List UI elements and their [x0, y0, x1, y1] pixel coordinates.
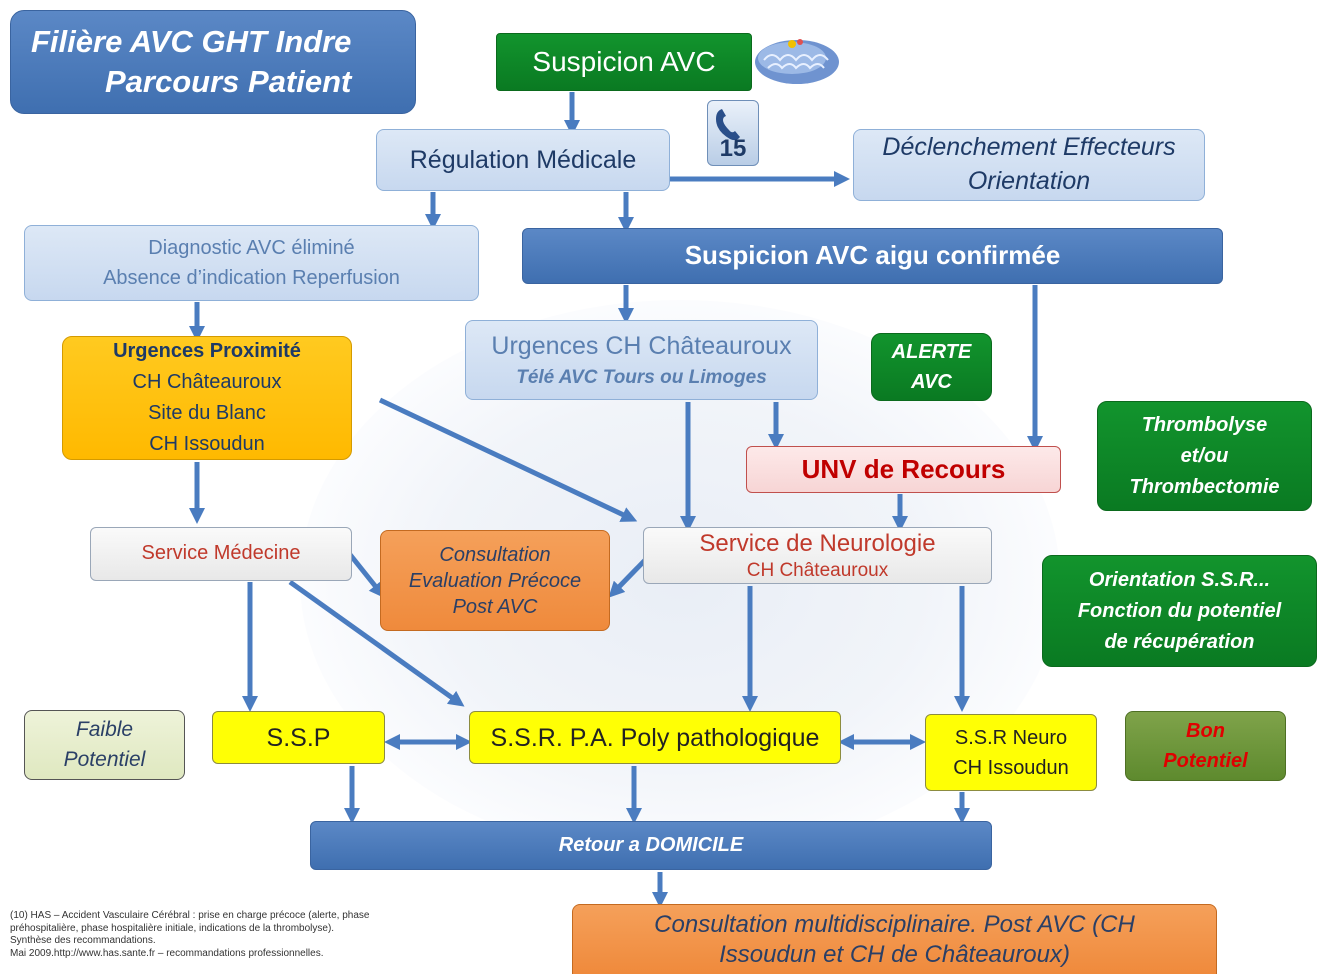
node-unv-recours: UNV de Recours — [746, 446, 1061, 493]
node-orientation-line2: Fonction du potentiel — [1077, 599, 1282, 622]
node-regulation-medicale: Régulation Médicale — [376, 129, 670, 191]
node-ssr-pa-label: S.S.R. P.A. Poly pathologique — [490, 723, 820, 752]
reference-line4: Mai 2009.http://www.has.sante.fr – recom… — [10, 947, 324, 959]
phone-15-icon: 15 — [707, 100, 759, 166]
node-alerte-avc: ALERTE AVC — [871, 333, 992, 401]
phone-number: 15 — [719, 135, 747, 162]
node-bon-line1: Bon — [1186, 720, 1225, 742]
node-service-medecine: Service Médecine — [90, 527, 352, 581]
node-faible-potentiel: Faible Potentiel — [24, 710, 185, 780]
reference-note: (10) HAS – Accident Vasculaire Cérébral … — [10, 910, 480, 960]
node-orientation-line1: Orientation S.S.R... — [1088, 568, 1271, 591]
node-alerte-line2: AVC — [911, 371, 952, 393]
reference-line3: Synthèse des recommandations. — [10, 935, 156, 946]
node-urgprox-line2: CH Châteauroux — [132, 371, 282, 393]
node-urgch-line1: Urgences CH Châteauroux — [491, 331, 792, 360]
node-consultation-precoce-line2: Evaluation Précoce — [408, 569, 582, 592]
node-ssr-neuro-line2: CH Issoudun — [953, 756, 1069, 779]
reference-line2: préhospitalière, phase hospitalière init… — [10, 922, 335, 934]
node-faible-line1: Faible — [75, 717, 134, 741]
node-urgch-line2: Télé AVC Tours ou Limoges — [516, 366, 767, 388]
node-declenchement-line1: Déclenchement Effecteurs — [882, 133, 1176, 162]
node-consultation-multi-line2: Issoudun et CH de Châteauroux) — [719, 940, 1070, 968]
node-ssr-neuro: S.S.R Neuro CH Issoudun — [925, 714, 1097, 791]
node-consultation-precoce: Consultation Evaluation Précoce Post AVC — [380, 530, 610, 631]
node-orientation-line3: de récupération — [1104, 630, 1255, 653]
node-medecine-label: Service Médecine — [141, 542, 301, 565]
arrow-urgprox-neuro — [378, 397, 638, 522]
node-declenchement: Déclenchement Effecteurs Orientation — [853, 129, 1205, 201]
node-alerte-line1: ALERTE — [891, 341, 972, 363]
node-retour-label: Retour a DOMICILE — [558, 833, 744, 856]
node-thrombolyse-line1: Thrombolyse — [1141, 413, 1268, 436]
node-retour-domicile: Retour a DOMICILE — [310, 821, 992, 870]
node-thrombolyse-line3: Thrombectomie — [1129, 475, 1280, 498]
node-consultation-precoce-line1: Consultation — [439, 543, 551, 566]
node-thrombolyse-line2: et/ou — [1180, 444, 1229, 467]
node-suspicion-confirmee: Suspicion AVC aigu confirmée — [522, 228, 1223, 284]
node-consultation-multi-line1: Consultation multidisciplinaire. Post AV… — [654, 910, 1135, 938]
node-suspicion-avc: Suspicion AVC — [496, 33, 752, 91]
node-consultation-precoce-line3: Post AVC — [452, 595, 538, 618]
node-diagnostic-line1: Diagnostic AVC éliminé — [148, 237, 355, 259]
node-urgprox-line1: Urgences Proximité — [113, 340, 301, 362]
node-ssr-pa: S.S.R. P.A. Poly pathologique — [469, 711, 841, 764]
node-service-neurologie: Service de Neurologie CH Châteauroux — [643, 527, 992, 584]
title-line-1: Filière AVC GHT Indre — [31, 23, 352, 59]
node-ssp-label: S.S.P — [266, 723, 331, 752]
title-line-2: Parcours Patient — [105, 64, 352, 99]
node-ssr-neuro-line1: S.S.R Neuro — [954, 726, 1068, 749]
node-bon-line2: Potentiel — [1163, 750, 1248, 772]
node-neuro-line2: CH Châteauroux — [746, 559, 889, 581]
arrow-medecine-consultation — [346, 550, 385, 599]
node-urgences-proximite: Urgences Proximité CH Châteauroux Site d… — [62, 336, 352, 460]
node-declenchement-line2: Orientation — [967, 167, 1091, 195]
node-suspicion-avc-label: Suspicion AVC — [532, 46, 716, 78]
node-neuro-line1: Service de Neurologie — [699, 529, 936, 557]
node-thrombolyse: Thrombolyse et/ou Thrombectomie — [1097, 401, 1312, 511]
node-faible-line2: Potentiel — [63, 748, 146, 771]
node-bon-potentiel: Bon Potentiel — [1125, 711, 1286, 781]
node-regulation-label: Régulation Médicale — [409, 146, 637, 174]
node-orientation-ssr: Orientation S.S.R... Fonction du potenti… — [1042, 555, 1317, 667]
node-diagnostic-elimine: Diagnostic AVC éliminé Absence d’indicat… — [24, 225, 479, 301]
node-ssp: S.S.P — [212, 711, 385, 764]
reference-line1: (10) HAS – Accident Vasculaire Cérébral … — [10, 910, 370, 921]
node-diagnostic-line2: Absence d’indication Reperfusion — [103, 267, 400, 289]
node-urgences-ch: Urgences CH Châteauroux Télé AVC Tours o… — [465, 320, 818, 400]
node-confirmee-label: Suspicion AVC aigu confirmée — [684, 240, 1061, 271]
arrow-medecine-ssrpa — [288, 579, 465, 707]
title-banner: Filière AVC GHT Indre Parcours Patient — [10, 10, 416, 114]
brain-icon — [755, 39, 839, 84]
node-consultation-multidisciplinaire: Consultation multidisciplinaire. Post AV… — [572, 904, 1217, 974]
node-unv-label: UNV de Recours — [801, 453, 1006, 484]
node-urgprox-line4: CH Issoudun — [149, 433, 265, 455]
node-urgprox-line3: Site du Blanc — [148, 402, 266, 424]
